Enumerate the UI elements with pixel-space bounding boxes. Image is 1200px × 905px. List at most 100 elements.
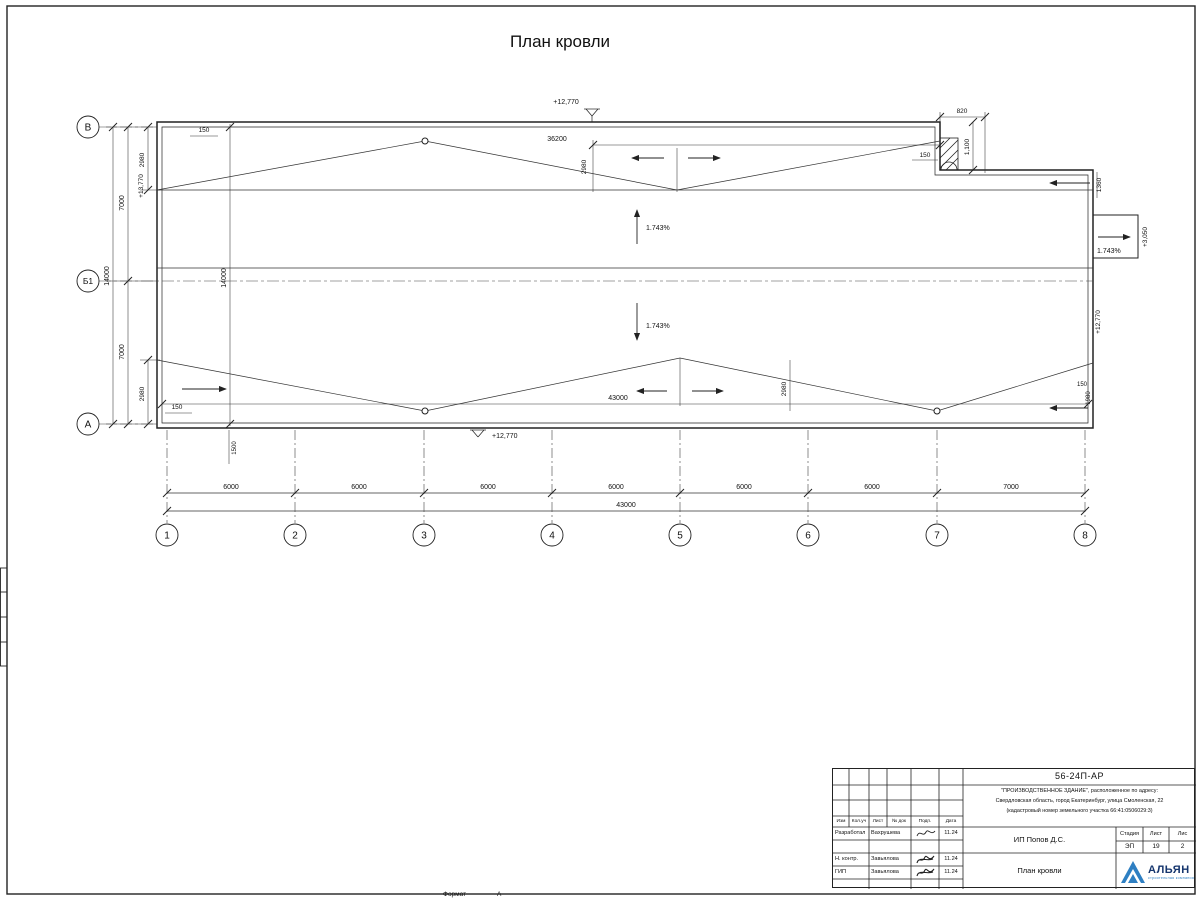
axis-bubble-7 [925,523,949,547]
company-logo-icon [1121,860,1145,883]
rev-header-data: Дата [945,818,957,824]
lists-total-value: 2 [1180,843,1185,851]
date-ncontrol: 11.24 [944,856,958,863]
dim-150-bottomleft: 150 [172,404,183,411]
role-ncontrol: Н. контр. [835,856,859,863]
roof-ladder-icon [939,137,959,171]
dimension-texts-left: 2980 2980 7000 7000 14000 [104,152,146,401]
axis-grid-bottom: 6000 6000 6000 6000 6000 6000 7000 43000… [155,430,1097,547]
elevation-texts: +12,770 +13,770 +12,770 +12,770 +3,050 [138,99,1149,440]
stage-value: ЭП [1124,843,1135,851]
project-description-line2: Свердловская область, город Екатеринбург… [995,798,1164,805]
axis-bubble-6 [796,523,820,547]
axis-grid-left: В Б1 А [76,115,1093,436]
axis-bubble-a [76,412,100,436]
axis-label-1: 1 [164,531,170,542]
bay-dim-3: 6000 [480,484,496,491]
company-logo: АЛЬЯН строительная компания [1121,856,1195,887]
dim-150-topright: 150 [920,152,931,159]
drain-funnels [421,137,941,415]
axis-label-b1: Б1 [83,276,94,286]
slope-label-canopy: 1.743% [1097,248,1121,255]
elev-left: +13,770 [138,174,145,198]
project-description-line3: (кадастровый номер земельного участка 66… [1006,808,1153,815]
signature-developer [916,830,936,837]
project-description-line1: "ПРОИЗВОДСТВЕННОЕ ЗДАНИЕ", расположенное… [1001,788,1158,795]
company-name: АЛЬЯН [1148,863,1190,876]
elev-top: +12,770 [553,99,579,106]
dimension-texts-interior: 36200 2980 150 150 820 1,100 1360 43000 … [172,108,1103,455]
rev-header-ndok: № док [891,818,907,824]
axis-label-5: 5 [677,531,683,542]
title-block-grid [833,769,1196,889]
date-developer: 11.24 [944,830,958,837]
axis-label-2: 2 [292,531,298,542]
dim-14000-inner: 14000 [221,268,228,288]
format-value: А [497,891,502,898]
dim-1360: 1360 [1096,177,1103,192]
role-developer: Разработал [835,830,866,837]
dimensions-interior [157,112,1098,464]
axis-label-3: 3 [421,531,427,542]
stage-header: Стадия [1119,830,1140,837]
bay-dim-4: 6000 [608,484,624,491]
dim-2980-top: 2980 [581,159,588,174]
name-gip: Завьялова [871,869,899,876]
signature-ncontrol [916,855,935,864]
axis-bubble-5 [668,523,692,547]
rev-header-izm: Изм [836,818,846,824]
client-name: ИП Попов Д.С. [1013,834,1066,844]
slope-label-up: 1.743% [646,225,670,232]
list-header: Лист [1149,830,1163,837]
dim-150-topleft: 150 [199,127,210,134]
dim-2980-bottom: 2980 [781,381,788,396]
elevation-marks [470,108,600,438]
title-block: 56-24П-АР "ПРОИЗВОДСТВЕННОЕ ЗДАНИЕ", рас… [832,768,1196,889]
dim-2980-left-top: 2980 [139,152,146,167]
dim-14000-total: 14000 [104,266,111,286]
axis-bubble-3 [412,523,436,547]
axis-label-7: 7 [934,531,940,542]
axis-bubble-4 [540,523,564,547]
dimensions-left [106,122,160,429]
axis-bubble-b1 [76,269,100,293]
axis-label-8: 8 [1082,531,1088,542]
bay-dim-2: 6000 [351,484,367,491]
flow-arrows [182,154,1131,412]
lists-header: Лис [1177,830,1188,837]
drawing-title: План кровли [510,32,610,51]
axis-label-6: 6 [805,531,811,542]
dim-1100: 1,100 [964,138,971,155]
signature-gip [916,868,935,877]
elev-right: +12,770 [1095,310,1102,334]
slope-labels: 1.743% 1.743% 1.743% [646,225,1121,330]
format-label: Формат [443,891,467,898]
bay-dim-6: 6000 [864,484,880,491]
bay-dim-7: 7000 [1003,484,1019,491]
slope-label-down: 1.743% [646,323,670,330]
company-subtitle: строительная компания [1148,875,1195,880]
dim-820: 820 [957,108,968,115]
name-ncontrol: Завьялова [871,856,899,863]
dim-7000-upper: 7000 [119,195,126,211]
rev-header-list: Лист [872,818,884,824]
sheet-title: План кровли [1017,865,1062,875]
dim-2980-left-bottom: 2980 [139,386,146,401]
axis-label-4: 4 [549,531,555,542]
axis-label-a: А [85,420,92,431]
dim-43000-total: 43000 [616,502,636,509]
dim-1980: 1980 [1086,391,1092,405]
dim-1500: 1500 [232,441,238,455]
axis-bubble-1 [155,523,179,547]
rev-header-podp: Подп. [918,818,932,824]
axis-bubble-8 [1073,523,1097,547]
rev-header-koluch: Кол.уч [851,818,867,824]
axis-label-v: В [85,123,92,134]
sheet-frame [0,5,1196,895]
roof-slope-lines [156,140,1094,412]
dim-150-bottomright: 150 [1077,382,1088,388]
dim-7000-lower: 7000 [119,344,126,360]
elev-bottom: +12,770 [492,433,518,440]
